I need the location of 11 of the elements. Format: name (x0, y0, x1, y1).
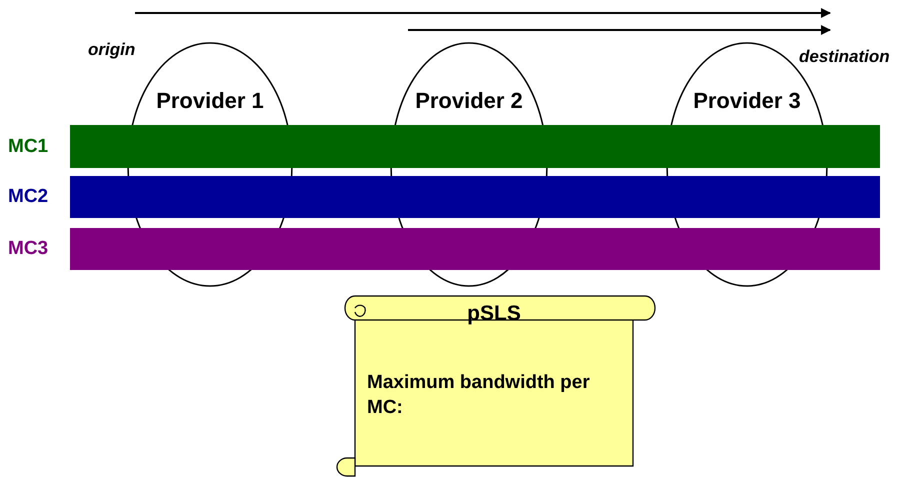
provider-name: Provider 3 (692, 88, 802, 114)
band-label: MC1 (8, 136, 48, 158)
provider-name: Provider 1 (155, 88, 265, 114)
direction-label: origin (88, 40, 136, 60)
provider-name: Provider 2 (414, 88, 524, 114)
scroll-text: Maximum bandwidth per MC: (367, 371, 591, 420)
band-label: MC2 (8, 186, 48, 208)
provider-ellipse (390, 42, 548, 287)
band-label: MC3 (8, 238, 48, 260)
scroll-heading: pSLS (466, 302, 522, 326)
direction-label: destination (799, 47, 890, 67)
